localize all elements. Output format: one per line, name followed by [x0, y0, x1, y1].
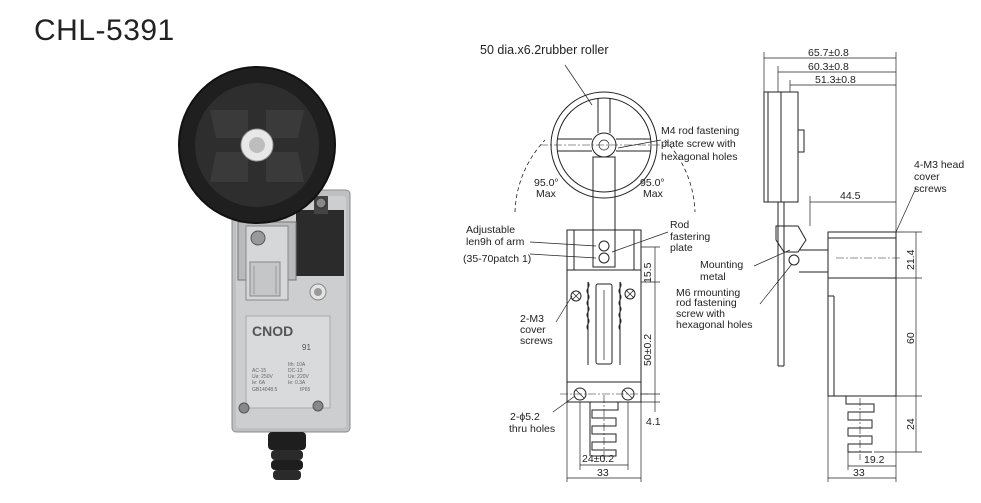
head-label-line-1: 4-M3 head	[914, 159, 964, 171]
photo-spec-6: GB14048.5	[252, 387, 278, 393]
photo-spec-4: Ue: 220V	[288, 374, 310, 380]
screw-label-line-3: hexagonal holes	[661, 151, 737, 163]
screw-label-line-2: plate screw with	[661, 138, 736, 150]
front-view-drawing	[514, 64, 696, 482]
dim-19-2: 19.2	[864, 454, 885, 466]
dim-60-3: 60.3±0.8	[808, 61, 849, 73]
m6-label-line-2: rod fastening	[676, 297, 737, 309]
roller-label: 50 dia.x6.2rubber roller	[480, 43, 609, 57]
dim-21-4: 21.4	[905, 249, 917, 270]
m6-label-line-1: M6 rmounting	[676, 287, 740, 299]
arm-label-line-3: (35-70patch 1)	[463, 253, 531, 265]
dim-50: 50±0.2	[642, 334, 654, 366]
dim-4-1: 4.1	[646, 416, 661, 428]
dim-33-front: 33	[597, 467, 609, 479]
holes-label-line-1: 2-ϕ5.2	[510, 411, 540, 423]
arm-label-line-2: len9h of arm	[466, 236, 525, 248]
dim-33-side: 33	[853, 467, 865, 479]
dim-44-5: 44.5	[840, 190, 861, 202]
head-label-line-2: cover	[914, 171, 940, 183]
photo-logo: CNOD	[252, 323, 293, 339]
product-photo: CNOD 91 AC-15 Ue: 250V Ie: 6A DC-13 Ue: …	[178, 66, 351, 480]
angle-right-sub: Max	[643, 188, 664, 200]
dim-60: 60	[905, 332, 917, 344]
mount-label-line-1: Mounting	[700, 259, 743, 271]
plate-label-line-3: plate	[670, 242, 693, 254]
dim-24-front: 24±0.2	[582, 453, 614, 465]
angle-right-value: 95.0°	[640, 177, 665, 189]
dim-24-side: 24	[905, 418, 917, 430]
side-view-drawing	[753, 52, 922, 482]
cover-label-line-2: cover	[520, 324, 546, 336]
plate-label-line-2: fastering	[670, 231, 710, 243]
photo-model: 91	[302, 343, 311, 352]
photo-spec-3: DC-13	[288, 368, 303, 374]
head-label-line-3: screws	[914, 183, 947, 195]
cover-label-line-3: screws	[520, 335, 553, 347]
cover-label-line-1: 2-M3	[520, 313, 544, 325]
photo-spec-8: Ith: 10A	[288, 362, 306, 368]
angle-left-value: 95.0°	[534, 177, 559, 189]
photo-spec-7: IP65	[300, 387, 311, 393]
arm-label-line-1: Adjustable	[466, 224, 515, 236]
photo-spec-0: AC-15	[252, 368, 266, 374]
plate-label-line-1: Rod	[670, 219, 689, 231]
photo-spec-1: Ue: 250V	[252, 374, 274, 380]
photo-spec-2: Ie: 6A	[252, 380, 266, 386]
mount-label-line-2: metal	[700, 271, 726, 283]
m6-label-line-4: hexagonal holes	[676, 319, 752, 331]
dim-15-5: 15.5	[642, 262, 654, 283]
m6-label-line-3: screw with	[676, 308, 725, 320]
dim-51-3: 51.3±0.8	[815, 74, 856, 86]
dim-65-7: 65.7±0.8	[808, 47, 849, 59]
screw-label-line-1: M4 rod fastening	[661, 125, 739, 137]
product-title: CHL-5391	[34, 14, 175, 47]
holes-label-line-2: thru holes	[509, 423, 555, 435]
photo-spec-5: Ie: 0.3A	[288, 380, 306, 386]
angle-left-sub: Max	[536, 188, 557, 200]
